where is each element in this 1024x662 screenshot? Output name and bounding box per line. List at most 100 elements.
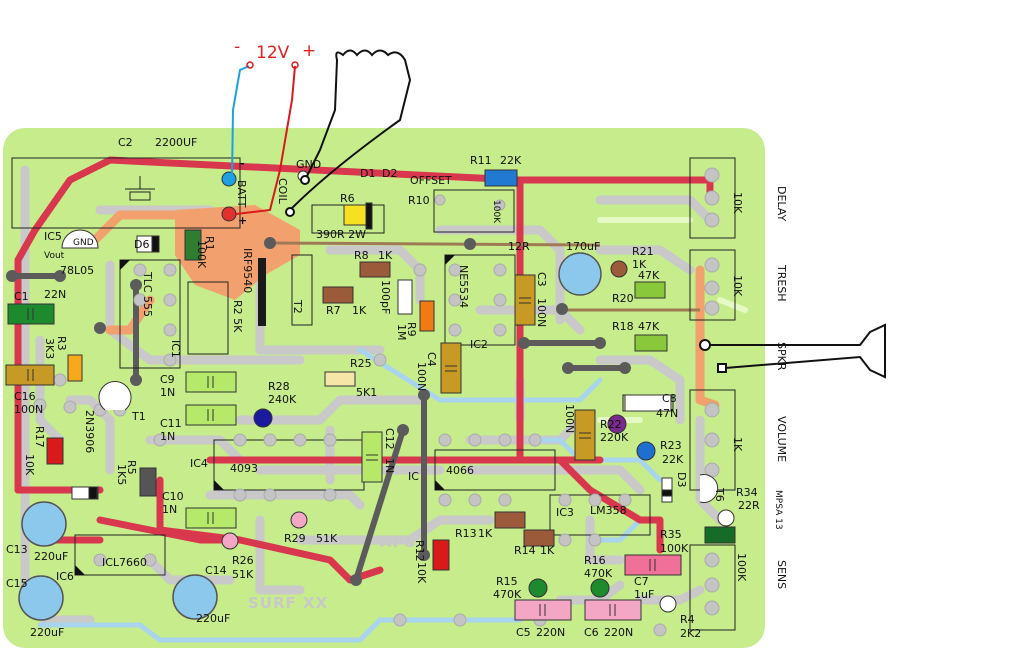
c4-label: C4 — [425, 352, 438, 367]
ic5-label: IC5 — [44, 230, 62, 243]
c1-body — [7, 303, 55, 325]
c14-label: C14 — [205, 564, 227, 577]
c6-body — [584, 599, 642, 621]
r35-body — [704, 526, 736, 544]
power-voltage-label: 12V — [256, 43, 290, 63]
delay-label: DELAY — [775, 186, 788, 221]
r34-label: R34 — [736, 486, 758, 499]
d3-label: D3 — [675, 472, 688, 487]
d1d2-band — [365, 202, 373, 230]
coil-icon — [285, 49, 412, 217]
c5-label: C5 — [516, 626, 531, 639]
r15-value: 470K — [493, 588, 522, 601]
r3-label: R3 — [55, 336, 68, 351]
c100pf-label: 100pF — [379, 280, 392, 314]
c15-body — [18, 575, 64, 621]
r20-label: R20 — [612, 292, 634, 305]
c12-body — [361, 431, 383, 483]
silk-surf: SURF XX — [248, 594, 328, 612]
c2-value: 2200UF — [155, 136, 197, 149]
r1-value: 100K — [195, 240, 208, 269]
batt-minus: - — [240, 157, 245, 170]
c13-body — [21, 501, 67, 547]
c7-value: 1uF — [634, 588, 654, 601]
t1-outline — [98, 381, 132, 411]
pot-labels: 10K 10K 1K 100K DELAY TRESH SPKR VOLUME … — [731, 186, 788, 589]
ic2-label: IC2 — [470, 338, 488, 351]
ic6-type: ICL7660 — [102, 556, 147, 569]
r17-label: R17 — [33, 426, 46, 448]
batt-label: BATT — [235, 180, 248, 208]
r17-body — [46, 437, 64, 465]
c7-body — [624, 554, 682, 576]
power-lead-negative — [231, 65, 250, 180]
r29-label: R29 — [284, 532, 306, 545]
r14-body — [523, 529, 555, 547]
orange-copper-pour — [175, 205, 300, 300]
gnd-label: GND — [296, 158, 321, 171]
c16-label: C16 — [14, 390, 36, 403]
c3-body — [514, 274, 536, 326]
c4-body — [440, 342, 462, 394]
c14-value: 220uF — [196, 612, 230, 625]
c15-label: C15 — [6, 577, 28, 590]
r12-label: R12 — [413, 540, 426, 562]
d-band — [88, 486, 98, 500]
r29-body — [290, 511, 308, 529]
offset-label: OFFSET — [410, 174, 452, 187]
r13-body — [494, 511, 526, 529]
d1-label: D1 — [360, 167, 375, 180]
r29-value: 51K — [316, 532, 338, 545]
r21-value: 1K — [632, 258, 647, 271]
r15-body — [528, 578, 548, 598]
r11-label: R11 — [470, 154, 492, 167]
ic7-label: IC — [408, 470, 419, 483]
c7-label: C7 — [634, 575, 649, 588]
c3-value: 100N — [535, 298, 548, 327]
coil-label: COIL — [276, 178, 289, 205]
r28-value: 240K — [268, 393, 297, 406]
ic6-label: IC6 — [56, 570, 74, 583]
c13-label: C13 — [6, 543, 28, 556]
t1-label: T1 — [131, 410, 146, 423]
jumper-pads — [6, 237, 631, 586]
c4-value: 100N — [415, 362, 428, 391]
r3-body — [67, 354, 83, 382]
pot-sens-value: 100K — [735, 553, 748, 582]
ic3-label: IC3 — [556, 506, 574, 519]
c2-label: C2 — [118, 136, 133, 149]
r18-body — [634, 334, 668, 352]
r28-body — [253, 408, 273, 428]
ic7-type: 4066 — [446, 464, 474, 477]
r25-body — [324, 371, 356, 387]
r12-value: 10K — [415, 562, 428, 584]
c12-value: 1N — [383, 458, 396, 473]
r8-body — [359, 261, 391, 278]
c6-label: C6 — [584, 626, 599, 639]
r10-label: R10 — [408, 194, 430, 207]
t2-label: T2 — [291, 299, 304, 314]
r25-value: 5K1 — [356, 386, 377, 399]
r10-value: 100K — [491, 200, 501, 224]
c170-body — [558, 252, 602, 296]
tresh-label: TRESH — [775, 264, 788, 302]
c8-body — [624, 394, 672, 412]
c5-value: 220N — [536, 626, 565, 639]
r34-value: 22R — [738, 499, 760, 512]
r22-value: 220K — [600, 431, 629, 444]
c10-label: C10 — [162, 490, 184, 503]
r5-label: R5 — [125, 460, 138, 475]
r21-body — [610, 260, 628, 278]
d6-label: D6 — [134, 238, 149, 251]
c3-label: C3 — [535, 272, 548, 287]
pot-delay-value: 10K — [731, 192, 744, 214]
r18-label: R18 — [612, 320, 634, 333]
power-lead-dot-pos — [291, 61, 299, 69]
colored-components — [5, 169, 736, 621]
ic3-type: LM358 — [590, 504, 627, 517]
r5-value: 1K5 — [115, 464, 128, 485]
c10-value: 1N — [162, 503, 177, 516]
pot-tresh-value: 10K — [731, 275, 744, 297]
r16-body — [590, 578, 610, 598]
c100n-body — [574, 409, 596, 461]
